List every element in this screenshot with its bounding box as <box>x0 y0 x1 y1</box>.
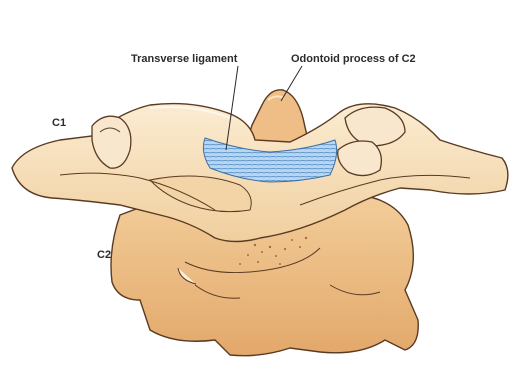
label-odontoid-process: Odontoid process of C2 <box>291 53 416 65</box>
label-c1: C1 <box>52 117 66 129</box>
label-transverse-ligament: Transverse ligament <box>131 53 237 65</box>
label-c2: C2 <box>97 249 111 261</box>
